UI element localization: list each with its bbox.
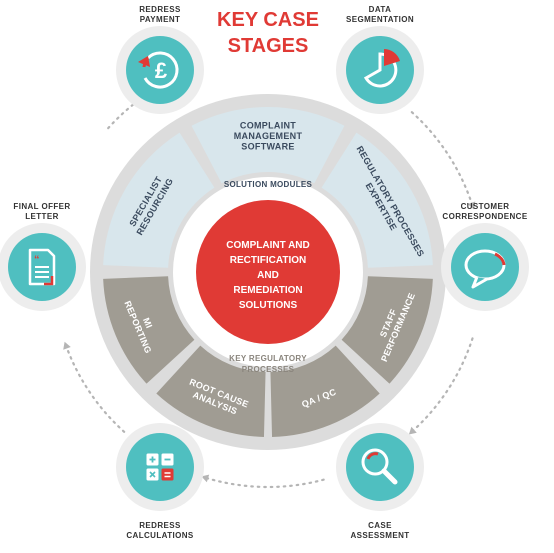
flow-arrow-path bbox=[64, 344, 126, 433]
stage-label-line: DATA bbox=[369, 5, 392, 14]
center-line-2: RECTIFICATION bbox=[230, 255, 306, 266]
stage-circle bbox=[126, 36, 194, 104]
calculator-icon bbox=[146, 453, 174, 481]
solution-modules-title: SOLUTION MODULES bbox=[224, 180, 313, 189]
solution-module-segment bbox=[103, 132, 215, 268]
regulatory-processes-title-2: PROCESSES bbox=[242, 365, 295, 374]
flow-arrow-head bbox=[408, 426, 417, 435]
svg-text:“: “ bbox=[34, 254, 40, 266]
stage-circle bbox=[126, 433, 194, 501]
stage-label-line: LETTER bbox=[25, 212, 59, 221]
stage-label-line: REDRESS bbox=[139, 521, 181, 530]
center-text: COMPLAINT AND RECTIFICATION AND REMEDIAT… bbox=[226, 240, 310, 311]
flow-arrow-head bbox=[467, 201, 476, 210]
solution-module-label-line-3: SOFTWARE bbox=[241, 142, 294, 152]
svg-text:£: £ bbox=[155, 58, 168, 83]
regulatory-process-segment bbox=[270, 345, 380, 437]
solution-module-label-line-2: MANAGEMENT bbox=[234, 131, 303, 141]
stage-circle bbox=[346, 433, 414, 501]
pie-chart-icon bbox=[363, 49, 400, 88]
solution-module-label-line-1: COMPLAINT bbox=[240, 121, 296, 131]
center-line-5: SOLUTIONS bbox=[239, 300, 298, 311]
stage-label-line: FINAL OFFER bbox=[13, 202, 70, 211]
stage-label-line: CASE bbox=[368, 521, 392, 530]
stage-nodes: £REDRESSPAYMENTDATASEGMENTATIONCUSTOMERC… bbox=[0, 5, 529, 540]
title-line-2: STAGES bbox=[228, 35, 309, 57]
center-line-3: AND bbox=[257, 270, 279, 281]
speech-bubble-icon bbox=[464, 249, 506, 289]
document-icon: “ bbox=[28, 248, 56, 286]
stage-label-line: PAYMENT bbox=[140, 15, 181, 24]
solution-module-segment bbox=[191, 106, 345, 184]
stage-label-line: CALCULATIONS bbox=[126, 531, 194, 540]
center-circle bbox=[196, 200, 340, 344]
stage-label-line: SEGMENTATION bbox=[346, 15, 414, 24]
magnifier-icon bbox=[361, 448, 398, 485]
stage-label-line: CUSTOMER bbox=[461, 202, 510, 211]
center-line-1: COMPLAINT AND bbox=[226, 240, 310, 251]
regulatory-process-segment bbox=[103, 276, 195, 384]
stage-label-line: ASSESSMENT bbox=[350, 531, 409, 540]
flow-arrow-head bbox=[201, 474, 210, 483]
stage-label-line: REDRESS bbox=[139, 5, 181, 14]
stage-circle bbox=[451, 233, 519, 301]
regulatory-process-label-line-1: MI bbox=[141, 316, 154, 330]
center-line-4: REMEDIATION bbox=[233, 285, 302, 296]
flow-arrow-head bbox=[63, 341, 71, 350]
regulatory-process-segment bbox=[341, 276, 433, 384]
regulatory-processes-title-1: KEY REGULATORY bbox=[229, 354, 307, 363]
flow-arrow-path bbox=[204, 476, 325, 489]
stage-label-line: CORRESPONDENCE bbox=[442, 212, 527, 221]
title-line-1: KEY CASE bbox=[217, 9, 319, 31]
pound-refund-icon: £ bbox=[138, 51, 179, 89]
regulatory-process-segment bbox=[156, 345, 266, 437]
solution-module-segment bbox=[321, 132, 433, 268]
